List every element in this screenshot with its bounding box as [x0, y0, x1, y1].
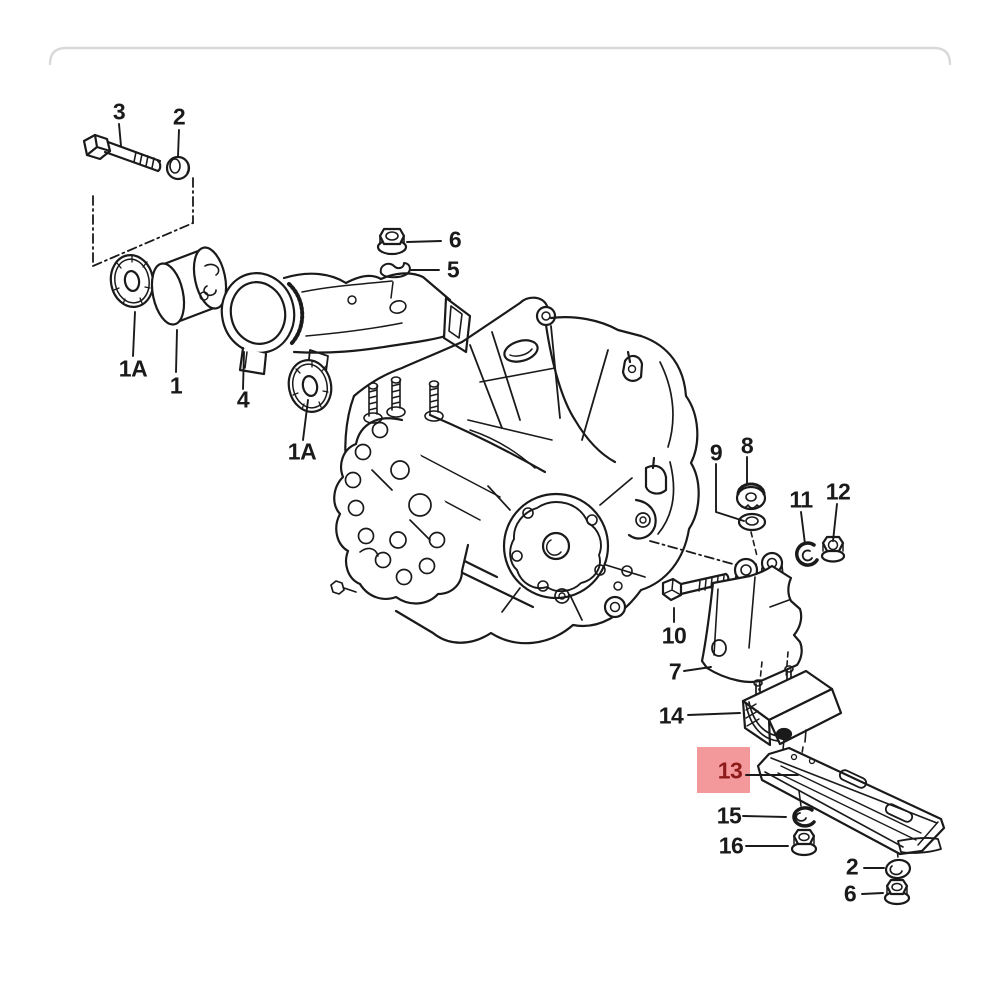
part-label-4: 4	[236, 386, 250, 413]
part-label-6-bottom: 6	[843, 880, 857, 907]
nut-8-drawing	[735, 482, 767, 511]
washer-2-top-drawing	[165, 155, 191, 181]
part-label-10: 10	[661, 622, 687, 649]
part-label-7: 7	[668, 658, 682, 685]
part-label-9: 9	[709, 439, 723, 466]
nut-6-bottom-drawing	[883, 878, 911, 906]
washer-1a-right-drawing	[287, 359, 333, 413]
nut-16-drawing	[790, 828, 818, 857]
leader-lines	[118, 123, 885, 895]
clip-11-drawing	[795, 541, 819, 567]
highlight-box-part-13	[697, 747, 750, 793]
part-label-13-highlighted: 13	[717, 757, 743, 784]
part-label-3: 3	[112, 98, 126, 125]
gearbox-drawing	[330, 296, 700, 645]
part-label-15: 15	[716, 802, 742, 829]
part-label-1: 1	[169, 372, 183, 399]
group-leader-dashdot	[92, 177, 194, 267]
part-label-1a-left: 1A	[118, 355, 148, 382]
part-label-8: 8	[740, 432, 754, 459]
washer-1a-left-drawing	[109, 254, 155, 308]
bolt-3-drawing	[82, 133, 162, 173]
part-label-1a-right: 1A	[287, 438, 317, 465]
part-label-14: 14	[658, 702, 684, 729]
card-top-border	[48, 46, 952, 66]
mount-14-drawing	[741, 665, 843, 751]
bushing-1-drawing	[150, 246, 228, 326]
spring-washer-5-drawing	[379, 262, 411, 279]
bracket-7-drawing	[700, 551, 803, 684]
nut-6-top-drawing	[376, 227, 408, 256]
part-label-2-bottom: 2	[845, 853, 859, 880]
part-label-12: 12	[825, 478, 851, 505]
part-label-5: 5	[446, 256, 460, 283]
clip-15-drawing	[792, 806, 816, 828]
part-label-2-top: 2	[172, 103, 186, 130]
part-label-11: 11	[789, 486, 813, 513]
support-plate-13-drawing	[756, 746, 946, 856]
part-label-16: 16	[718, 832, 744, 859]
dashdot-connector	[649, 540, 741, 567]
nut-12-drawing	[820, 535, 846, 563]
part-label-6-top: 6	[448, 226, 462, 253]
support-arm-4-drawing	[220, 272, 472, 376]
washer-9-drawing	[737, 512, 767, 532]
washer-2-bottom-drawing	[884, 858, 912, 880]
